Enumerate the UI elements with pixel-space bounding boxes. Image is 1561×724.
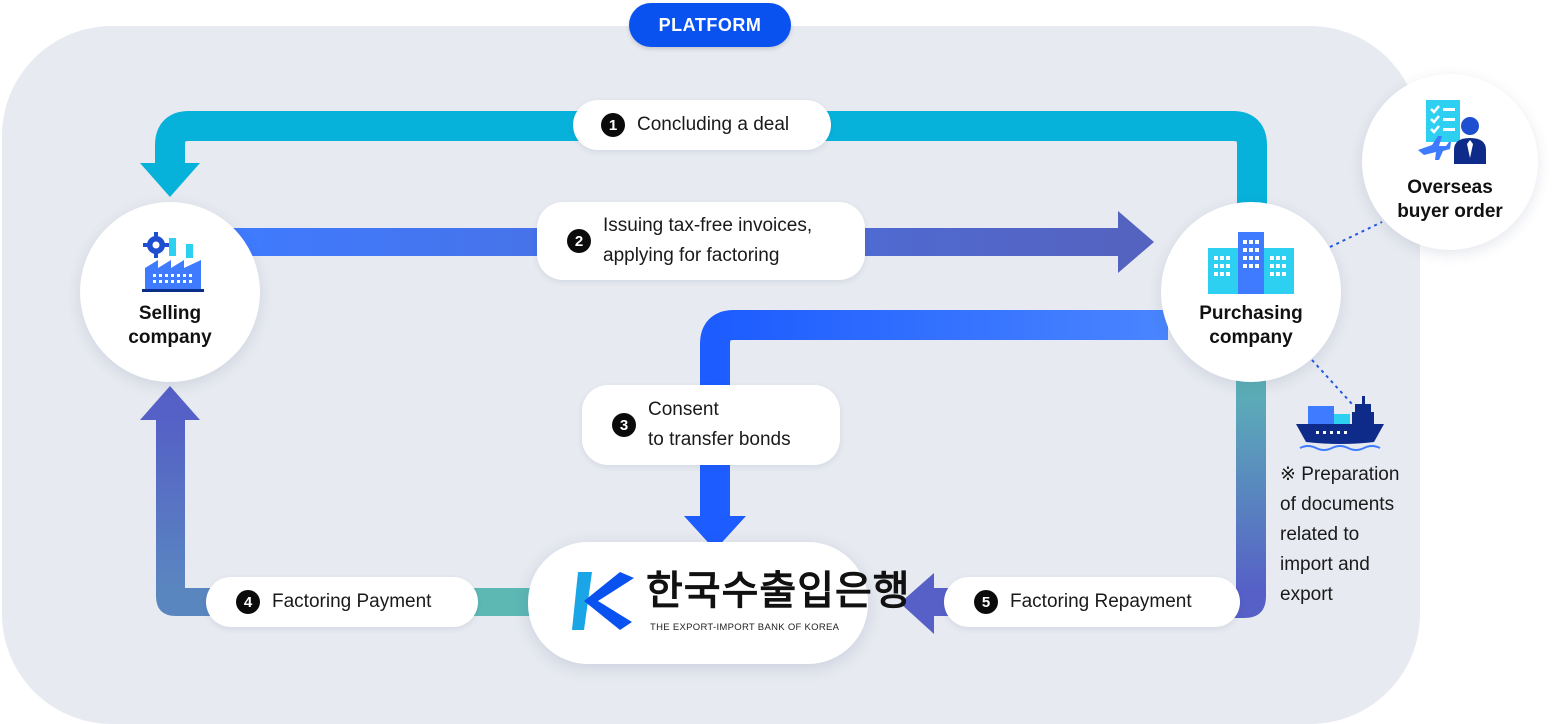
step4-label: 4 Factoring Payment: [206, 577, 478, 627]
office-building-icon: [1208, 232, 1294, 294]
step3-label: 3 Consent to transfer bonds: [582, 385, 840, 465]
buyer-order-icon: [1418, 100, 1486, 164]
factory-icon: [142, 232, 204, 292]
step1-label: 1 Concluding a deal: [573, 100, 831, 150]
export-documents-note: ※ Preparation of documents related to im…: [1280, 464, 1400, 605]
buyer-connector: [1329, 221, 1383, 248]
step2-label: 2 Issuing tax-free invoices, applying fo…: [537, 202, 865, 280]
cargo-ship-icon: [1296, 396, 1384, 451]
step5-number: 5: [974, 590, 998, 614]
ship-connector: [1311, 359, 1353, 405]
step3-number: 3: [612, 413, 636, 437]
kexim-logo: [572, 572, 634, 630]
overseas-buyer-node: Overseas buyer order: [1362, 74, 1538, 250]
bank-subtitle: THE EXPORT-IMPORT BANK OF KOREA: [650, 622, 840, 633]
step4-number: 4: [236, 590, 260, 614]
purchasing-company-node: Purchasing company: [1161, 202, 1341, 382]
selling-company-node: Selling company: [80, 202, 260, 382]
purchasing-company-label: Purchasing company: [1199, 303, 1303, 348]
selling-company-label: Selling company: [128, 303, 212, 348]
kexim-bank-node: 한국수출입은행 THE EXPORT-IMPORT BANK OF KOREA: [528, 542, 910, 664]
bank-name: 한국수출입은행: [646, 569, 911, 613]
overseas-buyer-label: Overseas buyer order: [1397, 177, 1503, 222]
step1-number: 1: [601, 113, 625, 137]
step5-label: 5 Factoring Repayment: [944, 577, 1240, 627]
platform-badge: PLATFORM: [629, 3, 791, 47]
step2-number: 2: [567, 229, 591, 253]
step3-arrow: [684, 310, 1168, 550]
step5-arrow: [900, 370, 1266, 634]
